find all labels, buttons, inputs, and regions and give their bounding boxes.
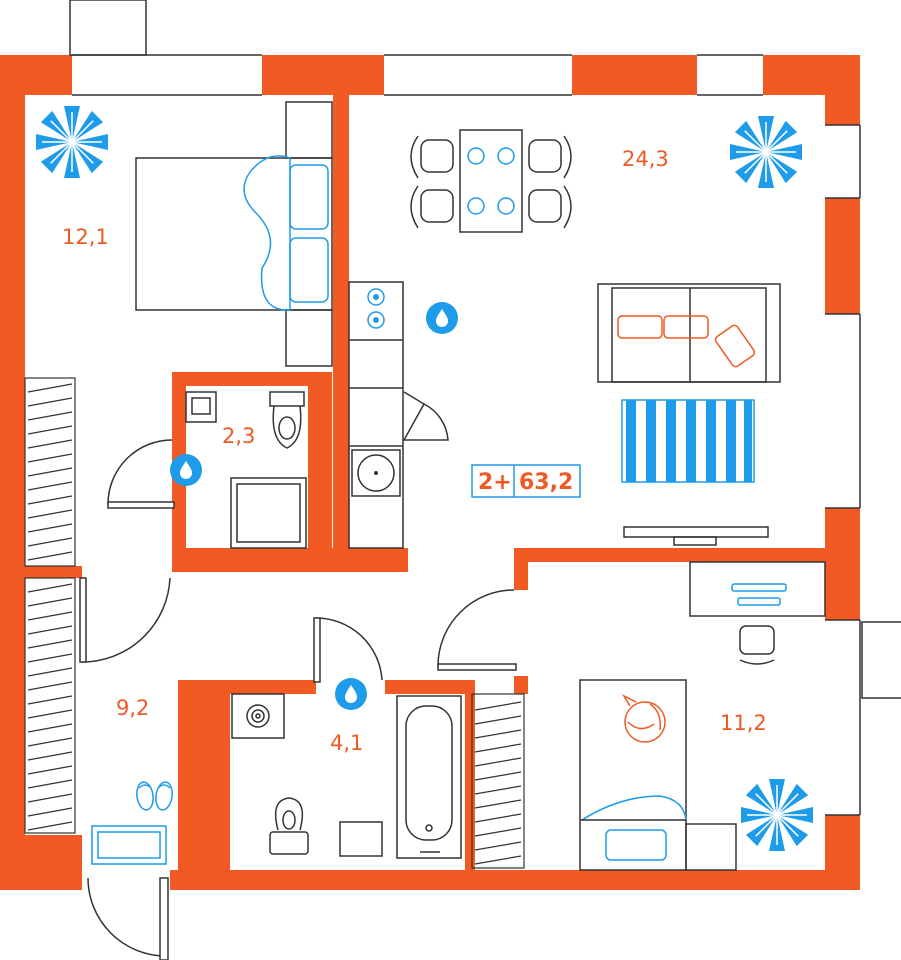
room-area-bedroom2: 11,2 (720, 711, 767, 735)
plant-icon (740, 778, 814, 852)
wardrobe-upper (24, 377, 76, 567)
room-area-living-kitchen: 24,3 (622, 147, 669, 171)
double-bed (135, 101, 333, 367)
hall-fixtures (91, 825, 167, 865)
apartment-badge: 2+ 63,2 (471, 464, 581, 498)
rug (621, 399, 755, 483)
water-drop-icon (426, 302, 458, 334)
plant-icon (729, 115, 803, 189)
windows (69, 0, 901, 816)
cat-icon (622, 694, 666, 743)
rooms-count: 2+ (478, 470, 512, 495)
tv-stand (623, 526, 769, 546)
dining-table (410, 129, 572, 233)
sofa (597, 283, 781, 383)
walls (0, 55, 860, 890)
slippers-icon (136, 781, 173, 811)
room-area-small-bathroom: 2,3 (222, 424, 255, 448)
room-area-bathroom: 4,1 (330, 731, 363, 755)
wardrobe-bedroom2 (471, 693, 525, 869)
water-drop-icon (170, 454, 202, 486)
bathroom-fixtures (231, 693, 462, 859)
single-bed (579, 679, 737, 871)
plant-icon (35, 105, 109, 179)
desk (689, 561, 826, 665)
small-bathroom-fixtures (185, 391, 307, 549)
room-area-bedroom: 12,1 (62, 225, 109, 249)
total-area: 63,2 (519, 470, 573, 495)
wardrobe-lower (24, 577, 76, 834)
water-drop-icon (335, 678, 367, 710)
doors (79, 391, 517, 960)
room-area-hall: 9,2 (116, 696, 149, 720)
kitchen (348, 281, 404, 549)
